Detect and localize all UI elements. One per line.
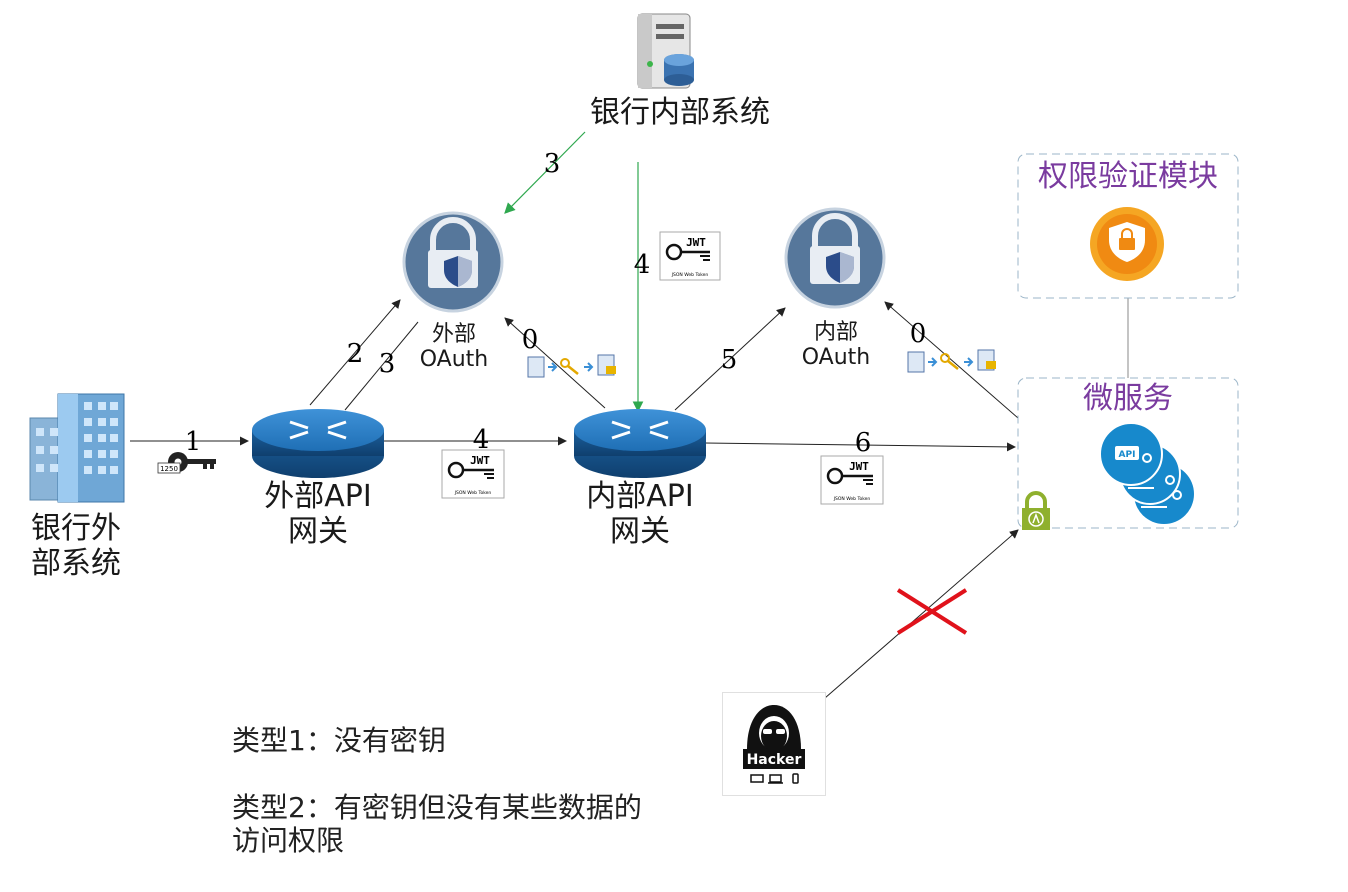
attack-types-note: 类型1：没有密钥 类型2：有密钥但没有某些数据的 访问权限 (232, 690, 642, 892)
jwt-card-gateway: JWT JSON Web Token (441, 449, 505, 499)
arrow-0-int (884, 301, 1019, 419)
hacker-text: Hacker (747, 752, 802, 768)
attack-type-1: 类型1：没有密钥 (232, 723, 446, 757)
jwt-text-microservice: JWT (849, 460, 869, 473)
arrow-2 (309, 299, 401, 406)
step-4-internal: 4 (634, 250, 651, 280)
step-4-gw: 4 (473, 425, 490, 455)
step-6: 6 (855, 428, 872, 458)
step-3-internal: 3 (544, 149, 561, 179)
arrow-0-ext (504, 317, 606, 409)
jwt-card-vertical: JWT JSON Web Token (659, 231, 721, 281)
hacker-path (824, 529, 1019, 699)
step-0-ext: 0 (522, 325, 539, 355)
step-2: 2 (347, 339, 364, 369)
lock-shield-icon-internal (784, 207, 886, 309)
arrow-5 (674, 307, 786, 411)
step-5: 5 (721, 345, 738, 375)
microservice-lock-icon (1022, 491, 1050, 530)
key-code: 1250 (160, 465, 178, 473)
jwt-sub-gateway: JSON Web Token (454, 490, 492, 496)
router-icon-internal (574, 409, 706, 478)
jwt-text-vertical: JWT (686, 236, 706, 249)
api-service-icon: API (1099, 422, 1194, 524)
external-gateway-label: 外部API 网关 (264, 479, 372, 549)
server-icon (637, 13, 694, 89)
external-oauth-label: 外部 OAuth (419, 322, 489, 373)
step-3-ext: 3 (379, 349, 396, 379)
auth-module-box (1017, 153, 1239, 299)
bank-external-label: 银行外 部系统 (31, 511, 121, 581)
jwt-text-gateway: JWT (470, 454, 490, 467)
deny-cross-icon (896, 588, 968, 635)
arrow-3-ext (344, 321, 419, 411)
hacker-icon: Hacker (722, 692, 826, 796)
arrow-6 (704, 442, 1016, 452)
lock-shield-icon-external (402, 211, 504, 313)
internal-gateway-label: 内部API 网关 (586, 479, 694, 549)
key-icon (157, 452, 216, 474)
step-0-int: 0 (910, 319, 927, 349)
microservice-label: 微服务 (1083, 381, 1173, 416)
attack-type-2: 类型2：有密钥但没有某些数据的 访问权限 (232, 790, 642, 858)
connectors (130, 298, 1129, 699)
auth-module-label: 权限验证模块 (1038, 159, 1218, 194)
token-exchange-icon-external (527, 354, 616, 378)
jwt-sub-microservice: JSON Web Token (833, 496, 871, 502)
token-exchange-icon-internal (907, 349, 996, 373)
api-text: API (1119, 450, 1136, 460)
building-icon (29, 393, 125, 503)
step-1: 1 (185, 427, 202, 457)
arrow-3-internal (504, 131, 586, 214)
auth-lock-icon (1090, 207, 1164, 281)
jwt-sub-vertical: JSON Web Token (671, 272, 709, 278)
router-icon-external (252, 409, 384, 478)
internal-oauth-label: 内部 OAuth (801, 320, 871, 371)
green-connectors (504, 131, 644, 413)
jwt-card-microservice: JWT JSON Web Token (820, 455, 884, 505)
bank-internal-label: 银行内部系统 (590, 95, 770, 130)
architecture-diagram: JWT JSON Web Token JWT JSON Web Token JW… (29, 13, 1239, 699)
